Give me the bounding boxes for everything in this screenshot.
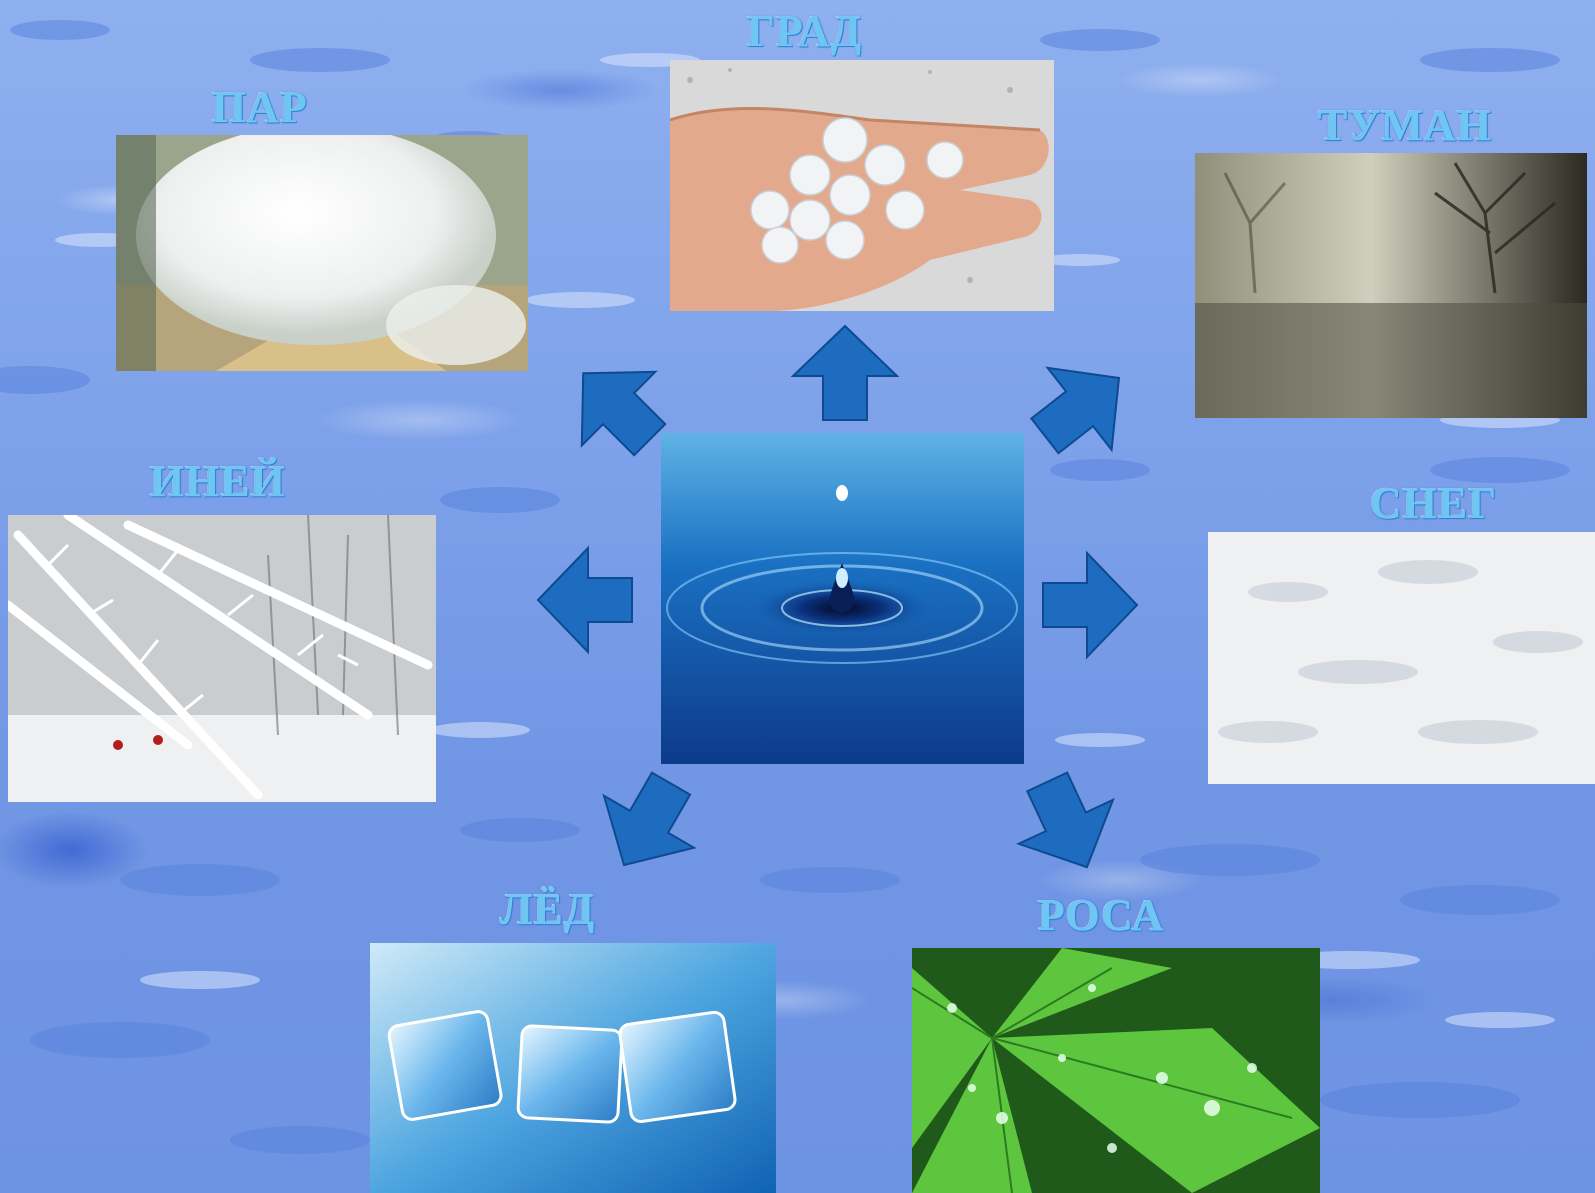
label-dew: РОСА	[1038, 891, 1165, 940]
arrow-icon	[1025, 545, 1145, 665]
label-fog: ТУМАН	[1318, 101, 1493, 150]
label-ice: ЛЁД	[500, 885, 596, 934]
fog-photo	[1195, 153, 1587, 418]
arrow-icon	[530, 540, 650, 660]
dew-photo	[912, 948, 1320, 1193]
hail-photo	[670, 60, 1054, 311]
arrow-icon	[994, 326, 1162, 494]
frost-photo	[8, 515, 436, 802]
snow-photo	[1208, 532, 1595, 784]
label-hail: ГРАД	[747, 7, 863, 56]
water-drop-photo	[661, 433, 1024, 764]
label-frost: ИНЕЙ	[150, 457, 287, 506]
arrow-icon	[568, 738, 732, 902]
label-steam: ПАР	[212, 83, 308, 132]
arrow-icon	[535, 325, 705, 495]
arrow-icon	[985, 740, 1144, 899]
arrow-icon	[785, 318, 905, 438]
label-snow: СНЕГ	[1370, 479, 1498, 528]
steam-photo	[116, 135, 528, 371]
ice-photo	[370, 943, 776, 1193]
